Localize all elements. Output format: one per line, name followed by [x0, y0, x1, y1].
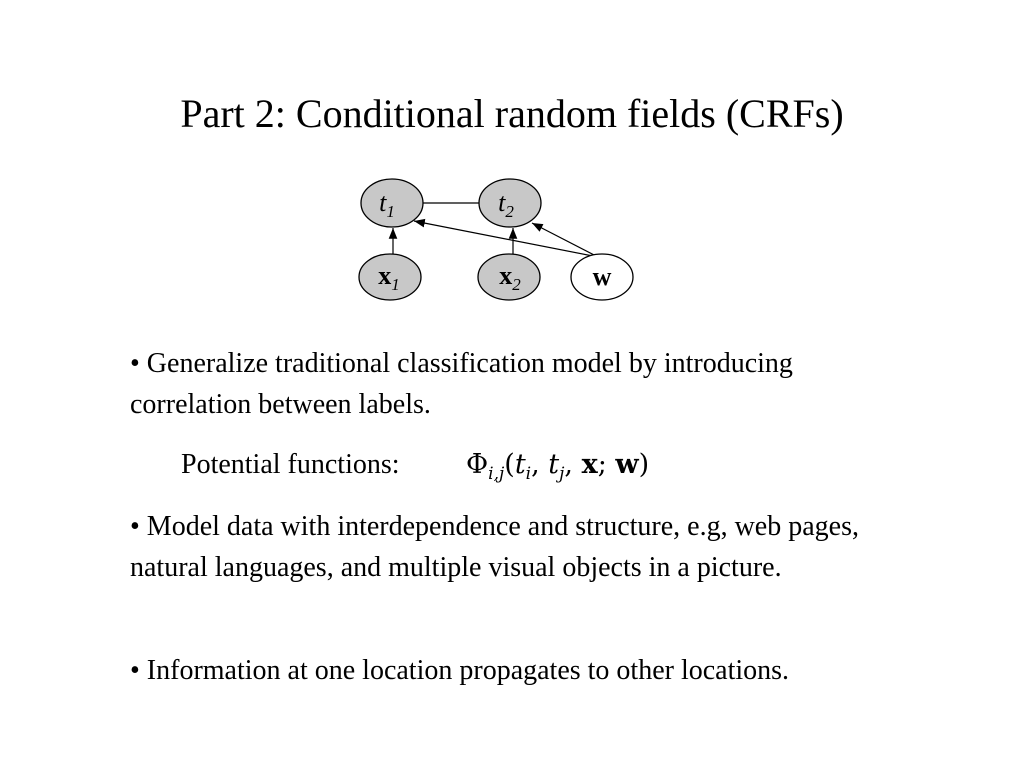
formula-phi: Φ — [466, 449, 489, 480]
node-t1-sub: 1 — [386, 202, 395, 221]
formula-tj: t — [548, 449, 560, 480]
node-x2: x2 — [477, 253, 541, 301]
node-t1-main: t — [379, 188, 387, 217]
node-t2: t2 — [478, 178, 542, 228]
formula-ti: t — [514, 449, 526, 480]
node-w-main: w — [593, 262, 612, 291]
node-w: w — [570, 253, 634, 301]
formula-x: x — [581, 449, 598, 480]
bullet-model-data: • Model data with interdependence and st… — [130, 511, 859, 583]
bullet-information: • Information at one location propagates… — [130, 655, 790, 686]
formula-open-paren: ( — [504, 449, 515, 480]
formula-phi-sub: i,j — [488, 464, 505, 484]
crf-graph-diagram: t1 t2 x1 x2 w — [358, 178, 634, 301]
formula-tj-sub: j — [559, 464, 565, 484]
node-x1-main: x — [378, 261, 391, 290]
formula-comma-1: , — [531, 449, 549, 480]
formula-ti-sub: i — [525, 464, 532, 484]
potential-functions-label: Potential functions: — [181, 449, 400, 480]
formula-comma-2: , — [564, 449, 582, 480]
potential-functions-row: Potential functions: Φi,j(ti, tj, x; w) — [181, 444, 649, 485]
edge-w-t1 — [413, 218, 599, 258]
node-t1: t1 — [360, 178, 424, 228]
node-t2-sub: 2 — [505, 202, 514, 221]
svg-text:t2: t2 — [498, 188, 514, 221]
node-x1-sub: 1 — [391, 275, 400, 294]
node-x1: x1 — [358, 253, 422, 301]
node-t2-main: t — [498, 188, 506, 217]
svg-text:x2: x2 — [499, 261, 521, 294]
svg-text:w: w — [593, 262, 612, 291]
formula-w: w — [615, 449, 639, 480]
node-x2-sub: 2 — [512, 275, 521, 294]
formula-close-paren: ) — [638, 449, 650, 480]
svg-text:t1: t1 — [379, 188, 395, 221]
potential-function-formula: Φi,j(ti, tj, x; w) — [466, 444, 649, 485]
slide-title: Part 2: Conditional random fields (CRFs) — [180, 91, 844, 136]
node-x2-main: x — [499, 261, 512, 290]
edge-w-t2 — [531, 222, 599, 258]
formula-semicolon: ; — [597, 449, 616, 480]
svg-text:x1: x1 — [378, 261, 400, 294]
bullet-generalize: • Generalize traditional classification … — [130, 348, 793, 420]
